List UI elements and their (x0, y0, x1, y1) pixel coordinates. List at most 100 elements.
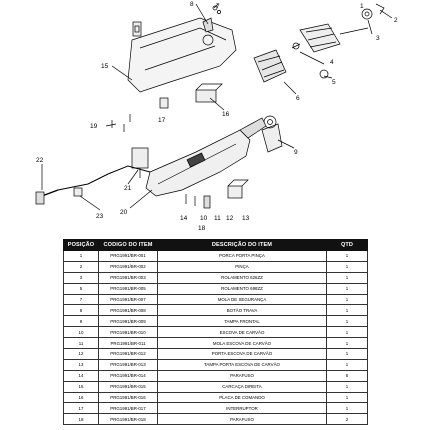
callout-10: 10 (200, 215, 208, 222)
cell-position: 14 (63, 369, 99, 382)
cell-item-description: MOLA ESCOVA DE CARVÃO (157, 337, 327, 350)
callout-8: 8 (190, 1, 194, 8)
callout-11: 11 (214, 215, 221, 222)
cell-item-description: ESCOVA DE CARVÃO (157, 326, 327, 339)
cell-quantity: 6 (326, 369, 368, 382)
cell-item-code: PRG1991/BR-005 (98, 282, 158, 295)
cell-quantity: 1 (326, 271, 368, 284)
cell-item-code: PRG1991/BR-013 (98, 358, 158, 371)
cell-position: 8 (63, 304, 99, 317)
cell-item-description: TAMPA PORTA ESCOVA DE CARVÃO (157, 358, 327, 371)
cell-item-description: TAMPA FRONTAL (157, 315, 327, 328)
cell-item-code: PRG1991/BR-016 (98, 391, 158, 404)
exploded-view-diagram: 15 8 7 16 6 4 5 9 3 2 1 17 19 21 20 22 2… (35, 1, 398, 232)
cell-position: 3 (63, 271, 99, 284)
cell-quantity: 1 (326, 348, 368, 360)
callout-7: 7 (216, 3, 220, 10)
cell-position: 17 (63, 402, 99, 415)
callout-22: 22 (36, 157, 44, 164)
header-position: POSIÇÃO (63, 239, 99, 251)
cell-quantity: 1 (326, 391, 368, 404)
callout-6: 6 (296, 95, 300, 102)
callout-16: 16 (222, 111, 230, 118)
callout-14: 14 (180, 215, 188, 222)
parts-table: POSIÇÃO CODIGO DO ITEM DESCRIÇÃO DO ITEM… (63, 239, 368, 426)
cell-item-description: PORTA ESCOVA DE CARVÃO (157, 348, 327, 360)
cell-quantity: 1 (326, 282, 368, 295)
cell-item-description: ROLAMENTO 626ZZ (157, 271, 327, 284)
cell-item-code: PRG1991/BR-001 (98, 250, 158, 262)
header-item-description: DESCRIÇÃO DO ITEM (157, 239, 327, 251)
cell-item-code: PRG1991/BR-018 (98, 413, 158, 426)
callout-15: 15 (101, 63, 109, 70)
cell-item-description: INTERRUPTOR (157, 402, 327, 415)
cell-position: 13 (63, 358, 99, 371)
callout-21: 21 (124, 185, 132, 192)
cell-item-description: PLACA DE COMANDO (157, 391, 327, 404)
cell-position: 18 (63, 413, 99, 426)
cell-position: 7 (63, 293, 99, 306)
cell-item-description: PORCA PORTA PINÇA (157, 250, 327, 262)
cell-item-description: PINÇA (157, 260, 327, 273)
cell-quantity: 1 (326, 337, 368, 350)
callout-19: 19 (90, 123, 98, 130)
callout-2: 2 (394, 17, 398, 24)
cell-item-code: PRG1991/BR-007 (98, 293, 158, 306)
cell-quantity: 1 (326, 402, 368, 415)
cell-position: 10 (63, 326, 99, 339)
cell-item-description: BOTÃO TRAVA (157, 304, 327, 317)
cell-quantity: 1 (326, 260, 368, 273)
cell-position: 1 (63, 250, 99, 262)
cell-quantity: 1 (326, 358, 368, 371)
cell-quantity: 1 (326, 250, 368, 262)
callout-18: 18 (198, 225, 206, 232)
table-header-row: POSIÇÃO CODIGO DO ITEM DESCRIÇÃO DO ITEM… (63, 239, 368, 251)
cell-position: 16 (63, 391, 99, 404)
cell-item-code: PRG1991/BR-015 (98, 380, 158, 393)
cell-position: 15 (63, 380, 99, 393)
cell-position: 2 (63, 260, 99, 273)
callout-12: 12 (226, 215, 234, 222)
header-quantity: QTD (326, 239, 368, 251)
cell-position: 9 (63, 315, 99, 328)
cell-position: 12 (63, 348, 99, 360)
cell-item-code: PRG1991/BR-012 (98, 348, 158, 360)
cell-item-code: PRG1991/BR-002 (98, 260, 158, 273)
cell-quantity: 1 (326, 380, 368, 393)
callout-4: 4 (330, 59, 334, 66)
cell-quantity: 2 (326, 413, 368, 426)
cell-item-code: PRG1991/BR-014 (98, 369, 158, 382)
callout-23: 23 (96, 213, 104, 220)
callout-5: 5 (332, 79, 336, 86)
cell-position: 5 (63, 282, 99, 295)
cell-item-description: ROLAMENTO 698ZZ (157, 282, 327, 295)
cell-item-code: PRG1991/BR-003 (98, 271, 158, 284)
cell-item-description: PARAFUSO (157, 413, 327, 426)
cell-quantity: 1 (326, 326, 368, 339)
cell-item-code: PRG1991/BR-008 (98, 304, 158, 317)
cell-quantity: 1 (326, 293, 368, 306)
callout-9: 9 (294, 149, 298, 156)
cell-item-code: PRG1991/BR-011 (98, 337, 158, 350)
cell-item-code: PRG1991/BR-010 (98, 326, 158, 339)
callout-20: 20 (120, 209, 128, 216)
cell-quantity: 1 (326, 304, 368, 317)
cell-item-description: CARCAÇA DIREITA (157, 380, 327, 393)
cell-quantity: 1 (326, 315, 368, 328)
cell-item-description: MOLA DE SEGURANÇA (157, 293, 327, 306)
